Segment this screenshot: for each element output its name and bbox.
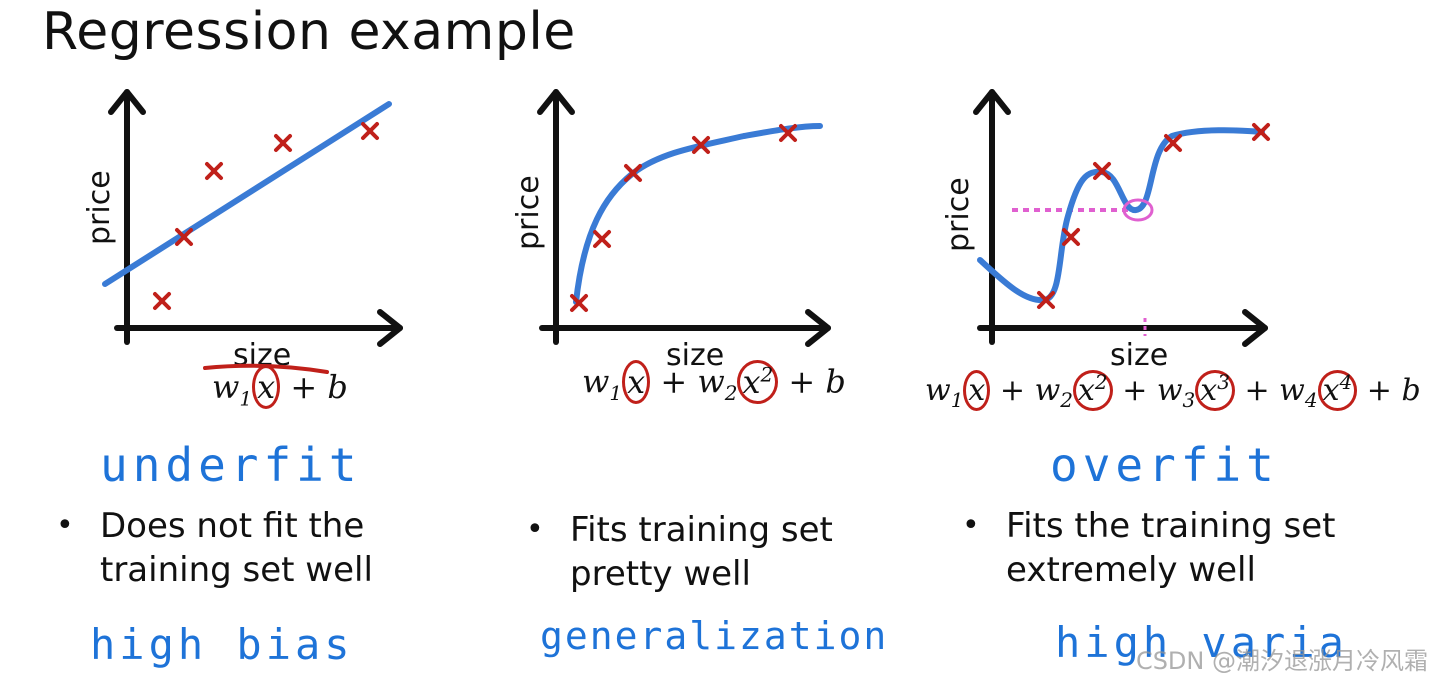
data-point-marker <box>1093 162 1111 180</box>
x-axis-label: size <box>1110 338 1168 373</box>
y-axis-label: price <box>82 170 117 245</box>
data-point-marker <box>779 124 797 142</box>
data-point-marker <box>570 294 588 312</box>
high-variance-label: high varia <box>1055 618 1348 667</box>
overfit-bullet: •Fits the training set extremely well <box>962 506 1336 590</box>
data-point-marker <box>153 292 171 310</box>
data-point-marker <box>205 162 223 180</box>
data-point-marker <box>274 134 292 152</box>
data-point-marker <box>1037 291 1055 309</box>
data-point-marker <box>175 228 193 246</box>
axes <box>973 89 1268 347</box>
overfit-plot: price size <box>941 89 1270 373</box>
x-axis-label: size <box>666 338 724 373</box>
y-axis-label: price <box>941 177 976 252</box>
generalization-bullet: •Fits training set pretty well <box>526 510 833 594</box>
data-point-marker <box>1164 134 1182 152</box>
data-point-marker <box>361 122 379 140</box>
data-point-marker <box>692 136 710 154</box>
underline-mark <box>203 363 329 374</box>
underfit-plot: price size <box>82 89 403 374</box>
data-points <box>570 124 797 312</box>
slide-title: Regression example <box>42 2 576 62</box>
overfit-label: overfit <box>1050 438 1279 492</box>
linear-fit-line <box>102 101 392 287</box>
high-bias-label: high bias <box>90 620 354 669</box>
quadratic-fit-curve <box>573 123 823 305</box>
data-point-marker <box>1062 228 1080 246</box>
data-points <box>153 122 379 310</box>
underfit-label: underfit <box>100 438 362 492</box>
data-point-marker <box>624 164 642 182</box>
generalization-label: generalization <box>540 614 889 658</box>
underfit-bullet: •Does not fit the training set well <box>56 506 373 590</box>
data-point-marker <box>593 230 611 248</box>
data-point-marker <box>1252 123 1270 141</box>
y-axis-label: price <box>511 175 546 250</box>
generalization-plot: price size <box>511 89 831 373</box>
axes <box>108 89 403 347</box>
data-points <box>1037 123 1270 309</box>
highlight-circle <box>1122 198 1154 222</box>
csdn-watermark: CSDN @潮汐退涨月冷风霜 <box>1135 647 1428 675</box>
polynomial-fit-curve <box>977 127 1265 304</box>
axes <box>537 89 831 347</box>
